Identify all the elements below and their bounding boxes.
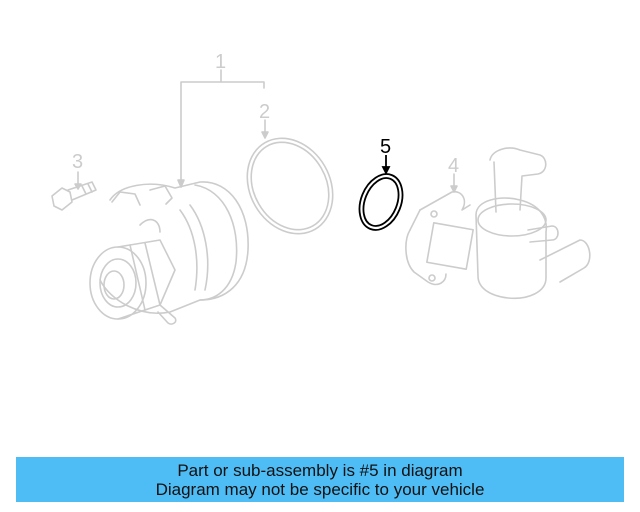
o-ring-part-5[interactable] [352,155,411,236]
thermostat-housing-part-4 [405,147,591,300]
gasket-part-2 [246,137,334,235]
banner-line-disclaimer: Diagram may not be specific to your vehi… [155,480,485,499]
water-pump-part-1 [89,181,249,325]
info-banner: Part or sub-assembly is #5 in diagram Di… [16,457,624,502]
callout-4-leader [450,173,458,193]
callout-number-3: 3 [72,151,83,173]
callout-number-5[interactable]: 5 [380,136,391,158]
callout-number-2: 2 [259,101,270,123]
callout-number-4: 4 [448,155,459,177]
callout-1-leader [177,69,265,188]
callout-number-1: 1 [215,51,226,73]
parts-diagram: 1 2 3 4 5 [51,51,591,325]
banner-line-part-number: Part or sub-assembly is #5 in diagram [177,461,463,480]
callout-2-leader [261,119,269,139]
bolt-part-3 [51,171,97,211]
